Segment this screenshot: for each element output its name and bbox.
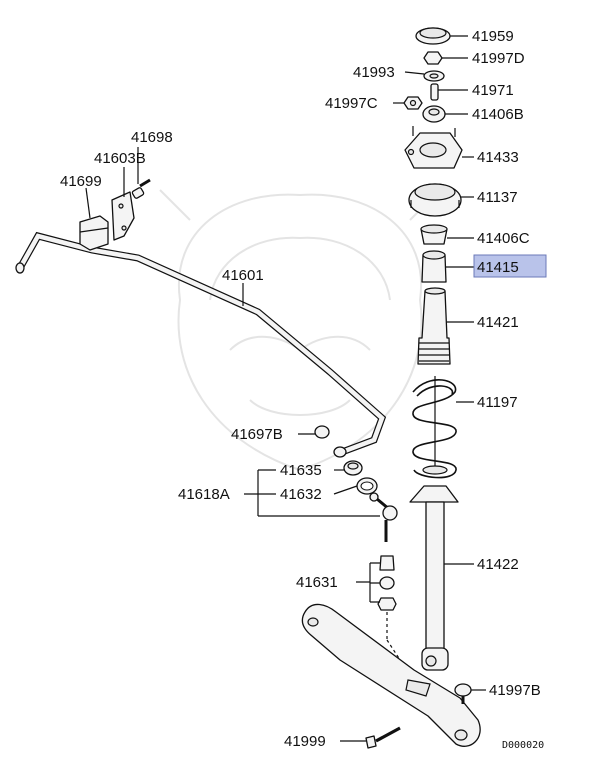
part-41971-collar[interactable] xyxy=(430,83,439,101)
highlight-41415 xyxy=(473,254,547,278)
part-41993-washer[interactable] xyxy=(423,70,445,82)
label-41421[interactable]: 41421 xyxy=(477,314,519,331)
diagram-code: D000020 xyxy=(502,740,544,751)
part-41603B-bracket[interactable] xyxy=(111,191,135,241)
label-41997C[interactable]: 41997C xyxy=(325,95,378,112)
label-41618A[interactable]: 41618A xyxy=(178,486,230,503)
label-41999[interactable]: 41999 xyxy=(284,733,326,750)
part-41601-stabilizer-bar[interactable] xyxy=(15,231,387,458)
part-41406B-bushing[interactable] xyxy=(422,105,446,123)
part-41997D-nut[interactable] xyxy=(423,51,443,65)
part-41433-strut-mount[interactable] xyxy=(404,126,463,169)
leader-lines xyxy=(85,35,486,742)
part-41999-bolt[interactable] xyxy=(365,726,401,749)
label-41697B[interactable]: 41697B xyxy=(231,426,283,443)
label-41137[interactable]: 41137 xyxy=(477,189,518,206)
part-41406C-bushing[interactable] xyxy=(420,224,448,245)
label-41971[interactable]: 41971 xyxy=(472,82,514,99)
lower-arm xyxy=(301,603,481,747)
callout-labels: 41959 41997D 41993 41971 41997C 41406B 4… xyxy=(60,28,544,751)
part-41635-bushing[interactable] xyxy=(343,460,363,476)
label-41415[interactable]: 41415 xyxy=(477,259,519,276)
part-41422-shock-absorber[interactable] xyxy=(409,485,459,671)
label-41997D[interactable]: 41997D xyxy=(472,50,525,67)
part-41197-coil-spring[interactable] xyxy=(412,376,457,479)
part-41415-bump-stopper[interactable] xyxy=(421,250,447,283)
label-41406B[interactable]: 41406B xyxy=(472,106,524,123)
label-41197[interactable]: 41197 xyxy=(477,394,518,411)
label-41997B[interactable]: 41997B xyxy=(489,682,541,699)
watermark-emblem xyxy=(159,189,441,472)
label-41406C[interactable]: 41406C xyxy=(477,230,530,247)
part-41137-bearing[interactable] xyxy=(408,183,462,217)
label-41699[interactable]: 41699 xyxy=(60,173,102,190)
label-41698[interactable]: 41698 xyxy=(131,129,173,146)
part-41697B-bushing[interactable] xyxy=(314,425,330,439)
part-41618A-stabilizer-link[interactable] xyxy=(369,492,398,542)
label-41422[interactable]: 41422 xyxy=(477,556,519,573)
label-41632[interactable]: 41632 xyxy=(280,486,322,503)
part-41699-bushing[interactable] xyxy=(79,215,109,251)
part-41959-cap[interactable] xyxy=(415,27,451,45)
label-41635[interactable]: 41635 xyxy=(280,462,322,479)
label-41631[interactable]: 41631 xyxy=(296,574,338,591)
part-41421-dust-boot[interactable] xyxy=(417,287,451,365)
part-41997C-nut[interactable] xyxy=(403,96,423,110)
label-41601[interactable]: 41601 xyxy=(222,267,264,284)
label-41993[interactable]: 41993 xyxy=(353,64,395,81)
label-41603B[interactable]: 41603B xyxy=(94,150,146,167)
part-41698-bolt[interactable] xyxy=(131,178,151,199)
label-41433[interactable]: 41433 xyxy=(477,149,519,166)
part-41632-washer[interactable] xyxy=(356,477,378,495)
part-41631-bushings[interactable] xyxy=(377,555,397,611)
label-41959[interactable]: 41959 xyxy=(472,28,514,45)
